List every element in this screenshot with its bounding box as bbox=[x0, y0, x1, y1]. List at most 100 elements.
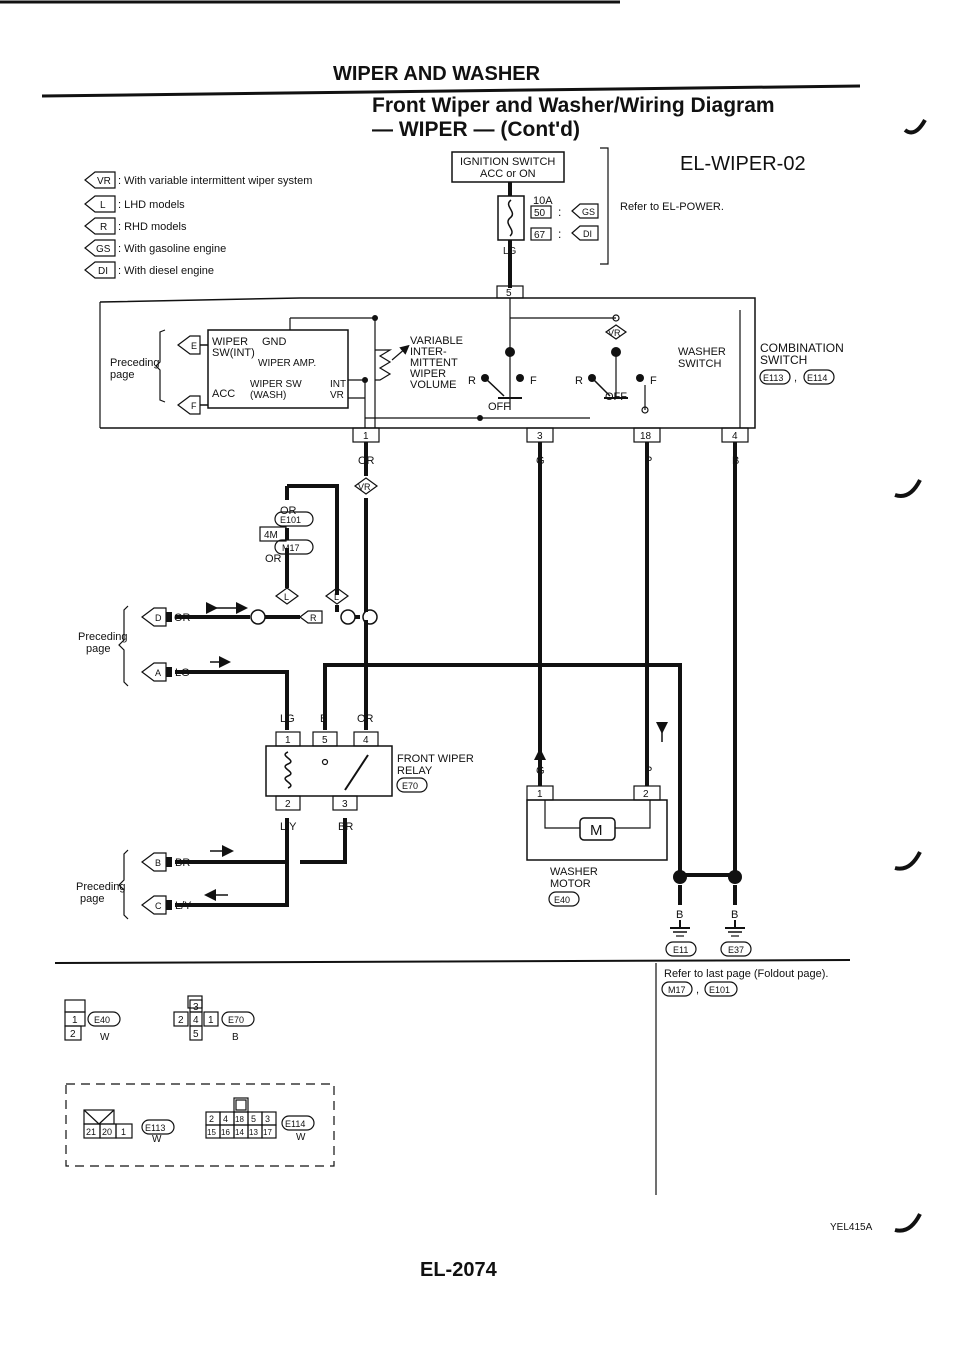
terminal-18: 18 bbox=[640, 431, 652, 442]
vr-label: VR bbox=[330, 390, 344, 401]
gnd-label: GND bbox=[262, 336, 287, 348]
c-wire: L/Y bbox=[175, 900, 192, 912]
motor-pin-2: 2 bbox=[643, 789, 649, 800]
wiper-sw2-label: WIPER SW bbox=[250, 379, 302, 390]
fuse-tag-di: DI bbox=[583, 229, 592, 239]
combo-conn-2: E114 bbox=[807, 373, 827, 383]
e114-pin-bot-1: 15 bbox=[207, 1128, 216, 1137]
e113-pin-21: 21 bbox=[86, 1127, 96, 1137]
b-tag: B bbox=[155, 858, 161, 868]
relay-name-2: RELAY bbox=[397, 765, 433, 777]
legend-code: DI bbox=[98, 266, 108, 277]
relay-pin-2: 2 bbox=[285, 799, 291, 810]
relay-wire-3: OR bbox=[357, 713, 374, 725]
divider bbox=[54, 959, 851, 964]
washer-motor: G P 1 2 M WASHER MOTOR E40 B B E11 E37 bbox=[526, 760, 752, 957]
motor-symbol: M bbox=[590, 822, 603, 839]
e114-pin-top-1: 2 bbox=[209, 1114, 214, 1124]
diagram-title-line1: Front Wiper and Washer/Wiring Diagram bbox=[372, 94, 775, 117]
relay-name-1: FRONT WIPER bbox=[397, 753, 474, 765]
vr-tag-mid: VR bbox=[358, 482, 371, 492]
fuse-number-gs: 50 bbox=[534, 208, 546, 219]
conn-e114: E114 bbox=[285, 1119, 305, 1129]
a-tag: A bbox=[155, 668, 161, 678]
relay-wire-2: B bbox=[320, 713, 327, 725]
corner-mark-icon bbox=[894, 851, 922, 871]
diagram-code: EL-WIPER-02 bbox=[680, 153, 806, 175]
fuse-colon: : bbox=[558, 205, 561, 219]
e70-pin-1: 1 bbox=[208, 1015, 214, 1026]
combo-comma: , bbox=[794, 372, 797, 384]
l-tag-1: L bbox=[284, 592, 289, 602]
wash-label: (WASH) bbox=[250, 390, 286, 401]
corner-mark-icon bbox=[894, 1213, 922, 1233]
conn-e70: E70 bbox=[228, 1015, 244, 1025]
e114-color: W bbox=[296, 1132, 306, 1143]
variable-label-1: VARIABLE bbox=[410, 335, 463, 347]
combo-label-1: COMBINATION bbox=[760, 341, 844, 355]
middle-section: VR OR E101 4M M17 OR L L R Preceding pag… bbox=[78, 477, 379, 687]
e70-color: B bbox=[232, 1032, 239, 1043]
combo-label-2: SWITCH bbox=[760, 353, 807, 367]
l-tag-2: L bbox=[334, 592, 339, 602]
d-tag: D bbox=[155, 613, 162, 623]
or-bottom: OR bbox=[265, 553, 282, 565]
page-low: page bbox=[80, 893, 104, 905]
motor-name-2: MOTOR bbox=[550, 878, 591, 890]
variable-label-4: WIPER bbox=[410, 368, 446, 380]
preceding-label: Preceding bbox=[110, 357, 160, 369]
ref-m17: M17 bbox=[668, 985, 686, 995]
legend-text: : With gasoline engine bbox=[118, 243, 226, 255]
relay-pin-1: 1 bbox=[285, 735, 291, 746]
page-number: EL-2074 bbox=[420, 1259, 498, 1281]
int-label: INT bbox=[330, 379, 346, 390]
page-label: page bbox=[110, 369, 134, 381]
footer-code: YEL415A bbox=[830, 1222, 873, 1233]
e114-pin-top-3: 18 bbox=[235, 1115, 244, 1124]
header-rule bbox=[41, 84, 861, 98]
corner-mark-icon bbox=[894, 479, 922, 498]
e70-pin-3: 3 bbox=[193, 1002, 199, 1013]
page-mid: page bbox=[86, 643, 110, 655]
legend-item-vr: VR : With variable intermittent wiper sy… bbox=[84, 171, 312, 189]
washer-r-label: R bbox=[575, 375, 583, 387]
variable-label-5: VOLUME bbox=[410, 379, 456, 391]
legend-text: : LHD models bbox=[118, 199, 185, 211]
legend-item-r: R : RHD models bbox=[84, 217, 187, 235]
c-tag: C bbox=[155, 901, 162, 911]
legend-item-l: L : LHD models bbox=[84, 195, 185, 213]
fuse-colon: : bbox=[558, 227, 561, 241]
relay-wire-1: LG bbox=[280, 713, 295, 725]
arrow-e-label: E bbox=[191, 341, 197, 351]
relay-bottom-wire-1: L/Y bbox=[280, 821, 297, 833]
legend-code: GS bbox=[96, 244, 111, 255]
legend: VR : With variable intermittent wiper sy… bbox=[84, 171, 312, 279]
sw-int-label: SW(INT) bbox=[212, 347, 255, 359]
ref-e101: E101 bbox=[709, 985, 730, 995]
arrow-f-label: F bbox=[191, 401, 197, 411]
variable-label-2: INTER- bbox=[410, 346, 447, 358]
legend-code: R bbox=[100, 222, 107, 233]
combo-conn-1: E113 bbox=[763, 373, 783, 383]
legend-item-di: DI : With diesel engine bbox=[84, 261, 214, 279]
corner-mark-icon bbox=[903, 118, 927, 135]
conn-e101: E101 bbox=[280, 515, 301, 525]
variable-label-3: MITTENT bbox=[410, 357, 458, 369]
lower-left-preceding: Preceding page B BR C L/Y bbox=[76, 845, 234, 920]
vr-tag: VR bbox=[608, 328, 621, 338]
diagram-title-line2: — WIPER — (Cont'd) bbox=[372, 118, 580, 141]
combination-switch: Preceding page E F WIPER GND SW(INT) WIP… bbox=[99, 297, 844, 429]
section-title: WIPER AND WASHER bbox=[333, 63, 541, 85]
e114-pin-top-4: 5 bbox=[251, 1114, 256, 1124]
relay-pin-5: 5 bbox=[322, 735, 328, 746]
legend-item-gs: GS : With gasoline engine bbox=[84, 239, 226, 257]
fuse-tag-gs: GS bbox=[582, 207, 595, 217]
fuse-icon bbox=[507, 199, 514, 237]
conn-4m: 4M bbox=[264, 530, 278, 541]
ground-wire-1: B bbox=[676, 909, 683, 921]
e114-pin-bot-3: 14 bbox=[235, 1128, 244, 1137]
r-tag: R bbox=[310, 613, 317, 623]
ground-wire-2: B bbox=[731, 909, 738, 921]
wires bbox=[175, 442, 737, 907]
legend-code: L bbox=[100, 200, 106, 211]
